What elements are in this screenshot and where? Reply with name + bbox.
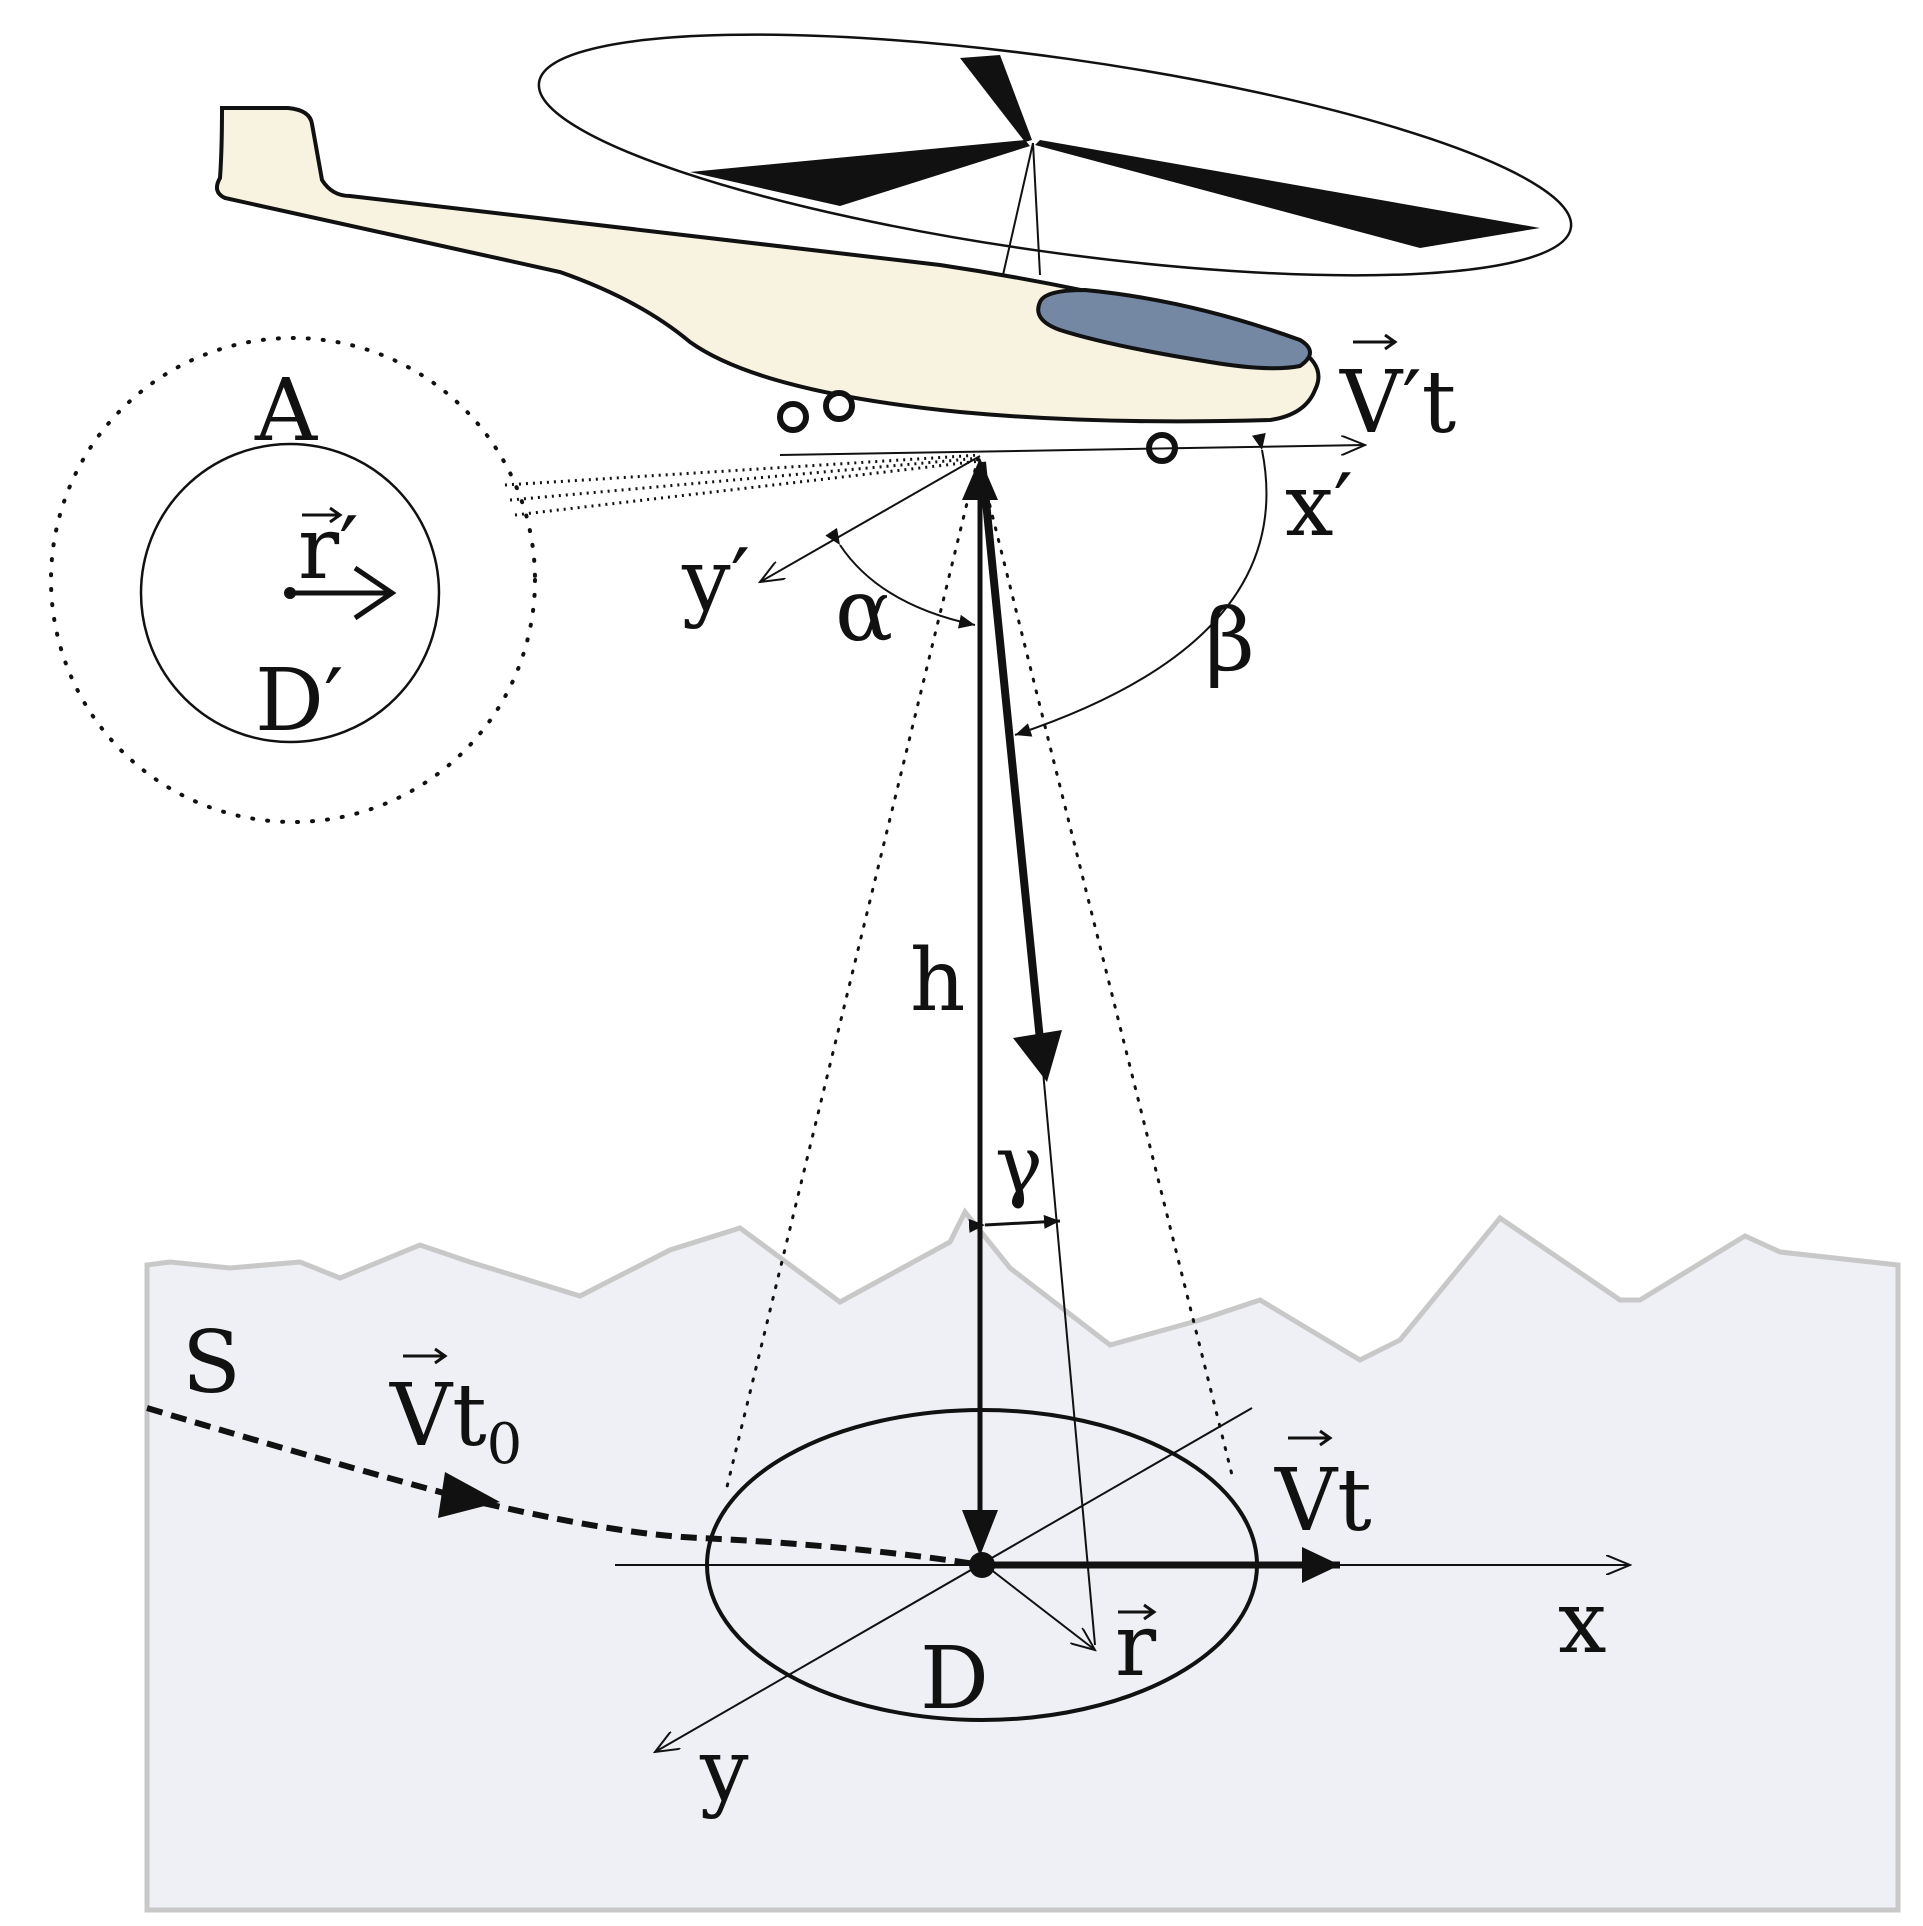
- beta-angle-arc: [1014, 432, 1268, 737]
- label-x-prime: x′: [1285, 456, 1353, 556]
- y-prime-axis: [760, 455, 981, 582]
- label-alpha: α: [835, 561, 893, 661]
- label-y-prime: y′: [681, 531, 750, 631]
- r-prime-vector-arrow-icon: [302, 506, 343, 524]
- label-D-prime: D′: [255, 651, 343, 751]
- label-V-prime-t: V′t: [1339, 353, 1456, 453]
- rotor-blade-right: [1035, 140, 1540, 248]
- fuselage: [214, 106, 1321, 424]
- y-axis: [655, 1407, 1253, 1752]
- rotor-blade-back: [960, 55, 1032, 142]
- label-x: x: [1558, 1573, 1607, 1673]
- label-h: h: [910, 931, 965, 1031]
- optical-axis-thin: [1041, 1059, 1096, 1646]
- rotor-blade-left: [690, 140, 1030, 206]
- footprint-center-point: [969, 1552, 995, 1578]
- detector-circle: [139, 442, 441, 744]
- label-V-t-group: Vt: [1274, 1429, 1372, 1551]
- label-y: y: [699, 1721, 749, 1821]
- wheel-rear-2: [823, 390, 855, 422]
- label-V-t0: Vt0: [389, 1366, 522, 1477]
- label-r-prime-group: r′: [298, 499, 359, 599]
- label-V-t0-subscript: 0: [487, 1412, 523, 1477]
- label-beta: β: [1205, 591, 1255, 691]
- label-A: A: [254, 361, 318, 461]
- v-t-vector-arrow-icon: [1288, 1429, 1333, 1447]
- gamma-angle-marker: [968, 1214, 1061, 1233]
- inset-leader-lines: [504, 453, 981, 517]
- optical-axis-bold: [978, 461, 1044, 1041]
- r-vector-arrow-icon: [1118, 1603, 1157, 1621]
- label-V-t0-main: Vt: [389, 1366, 487, 1466]
- optical-axis-arrowhead: [1013, 1030, 1062, 1082]
- field-of-view-circle: [49, 336, 537, 824]
- v-prime-t-vector-arrow-icon: [1353, 333, 1398, 351]
- wheel-rear-1: [777, 401, 809, 433]
- r-prime-arrow: [290, 565, 397, 621]
- rotor-disk: [537, 33, 1573, 277]
- label-D: D: [920, 1629, 989, 1729]
- v-t0-vector-arrow-icon: [403, 1347, 448, 1365]
- label-r-group: r: [1115, 1596, 1157, 1696]
- label-gamma: γ: [995, 1118, 1043, 1211]
- label-S: S: [182, 1313, 241, 1413]
- label-V-t: Vt: [1274, 1451, 1372, 1551]
- label-V-t0-group: Vt0: [389, 1347, 522, 1477]
- fov-lines: [723, 456, 1234, 1497]
- label-V-prime-t-group: V′t: [1339, 333, 1456, 453]
- trajectory-s: [146, 1405, 983, 1568]
- helicopter: [214, 33, 1573, 464]
- terrain-ground: [144, 1207, 1901, 1913]
- alpha-angle-arc: [825, 527, 976, 629]
- height-h-bottom-arrowhead: [962, 1510, 998, 1556]
- trajectory-vt0-arrowhead: [438, 1472, 500, 1518]
- canopy: [1036, 287, 1312, 371]
- x-prime-axis: [779, 445, 1365, 456]
- r-vector: [984, 1564, 1095, 1650]
